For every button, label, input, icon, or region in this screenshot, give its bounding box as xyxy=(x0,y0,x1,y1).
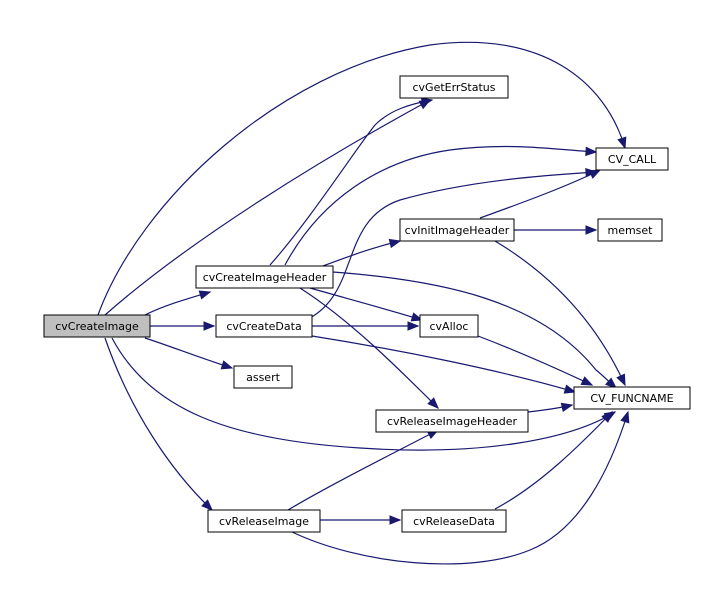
arrowhead xyxy=(410,312,424,322)
edge-cvcreateimage-cvreleaseimage xyxy=(104,337,213,511)
node-label: cvCreateImage xyxy=(55,320,139,333)
node-label: cvCreateData xyxy=(226,320,301,333)
arrowhead xyxy=(407,321,420,331)
node-label: CV_CALL xyxy=(608,153,657,166)
arrowhead xyxy=(389,515,402,525)
node-label: cvReleaseData xyxy=(413,515,495,528)
edges xyxy=(97,41,629,565)
edge-cvcreateimageheader-cv-call xyxy=(284,145,597,266)
edge-cvcreateimage-assert xyxy=(144,337,233,369)
edge-cvcreatedata-cv-call xyxy=(309,171,597,319)
node-cvreleasedata[interactable]: cvReleaseData xyxy=(401,509,507,533)
arrowhead xyxy=(420,97,434,107)
node-cv-call[interactable]: CV_CALL xyxy=(595,147,669,171)
node-label: CV_FUNCNAME xyxy=(590,392,673,405)
node-cvreleaseimageheader[interactable]: cvReleaseImageHeader xyxy=(375,409,529,433)
node-assert[interactable]: assert xyxy=(233,365,293,389)
node-cvgeterrstatus[interactable]: cvGetErrStatus xyxy=(399,75,509,99)
arrowhead xyxy=(605,377,618,389)
node-cvinitimageheader[interactable]: cvInitImageHeader xyxy=(399,218,515,242)
edge-cvreleaseimage-cvreleaseimageheader xyxy=(287,429,439,511)
edge-cvcreateimage-cv-funcname xyxy=(111,337,616,451)
node-cvcreateimageheader[interactable]: cvCreateImageHeader xyxy=(195,265,334,289)
edge-cvcreateimageheader-cvreleaseimageheader xyxy=(299,287,439,409)
arrowhead xyxy=(617,136,627,150)
node-label: cvReleaseImage xyxy=(219,515,309,528)
edge-cvinitimageheader-cv-call xyxy=(479,169,601,219)
node-cvalloc[interactable]: cvAlloc xyxy=(419,314,479,338)
arrowhead xyxy=(220,360,234,370)
edge-cvinitimageheader-cv-funcname xyxy=(494,240,626,386)
edge-cvreleaseimage-cv-funcname-bottom xyxy=(289,411,629,565)
arrowhead xyxy=(388,238,402,249)
edge-cvalloc-cv-funcname xyxy=(477,335,593,386)
arrowhead xyxy=(580,376,594,386)
node-label: cvReleaseImageHeader xyxy=(387,415,518,428)
node-label: memset xyxy=(607,224,653,237)
edge-cvcreatedata-cv-funcname xyxy=(311,335,576,393)
edge-cvreleasedata-cv-funcname xyxy=(494,411,613,510)
node-label: cvCreateImageHeader xyxy=(203,271,327,284)
node-label: cvGetErrStatus xyxy=(412,81,495,94)
node-cv-funcname[interactable]: CV_FUNCNAME xyxy=(573,386,691,410)
arrowhead xyxy=(601,411,613,423)
node-label: assert xyxy=(246,371,280,384)
arrowhead xyxy=(585,146,598,157)
node-memset[interactable]: memset xyxy=(597,218,663,242)
arrowhead xyxy=(585,225,598,235)
edge-cvcreateimageheader-cv-funcname xyxy=(332,271,617,389)
node-cvcreatedata[interactable]: cvCreateData xyxy=(215,314,313,338)
node-label: cvInitImageHeader xyxy=(405,224,510,237)
edge-cvcreateimageheader-cvinitimageheader xyxy=(319,240,401,268)
node-cvcreateimage[interactable]: cvCreateImage xyxy=(43,314,151,338)
arrowhead xyxy=(588,169,602,179)
arrowhead xyxy=(203,321,216,331)
edge-cvcreateimageheader-cvgeterrstatus xyxy=(269,99,433,266)
node-cvreleaseimage[interactable]: cvReleaseImage xyxy=(207,509,321,533)
arrowhead xyxy=(620,410,630,424)
node-label: cvAlloc xyxy=(430,320,469,333)
arrowheads xyxy=(198,97,630,525)
edge-cvcreateimageheader-cvalloc xyxy=(309,287,423,321)
arrowhead xyxy=(560,402,574,412)
arrowhead xyxy=(201,499,213,511)
arrowhead xyxy=(616,373,626,387)
arrowhead xyxy=(563,384,577,394)
nodes: cvCreateImage cvGetErrStatus CV_CALL cvI… xyxy=(43,75,691,533)
edge-cvcreateimage-cv-call xyxy=(97,41,626,316)
arrowhead xyxy=(427,397,439,409)
arrowhead xyxy=(198,290,212,300)
edge-cvcreateimage-cvgeterrstatus xyxy=(104,99,431,316)
